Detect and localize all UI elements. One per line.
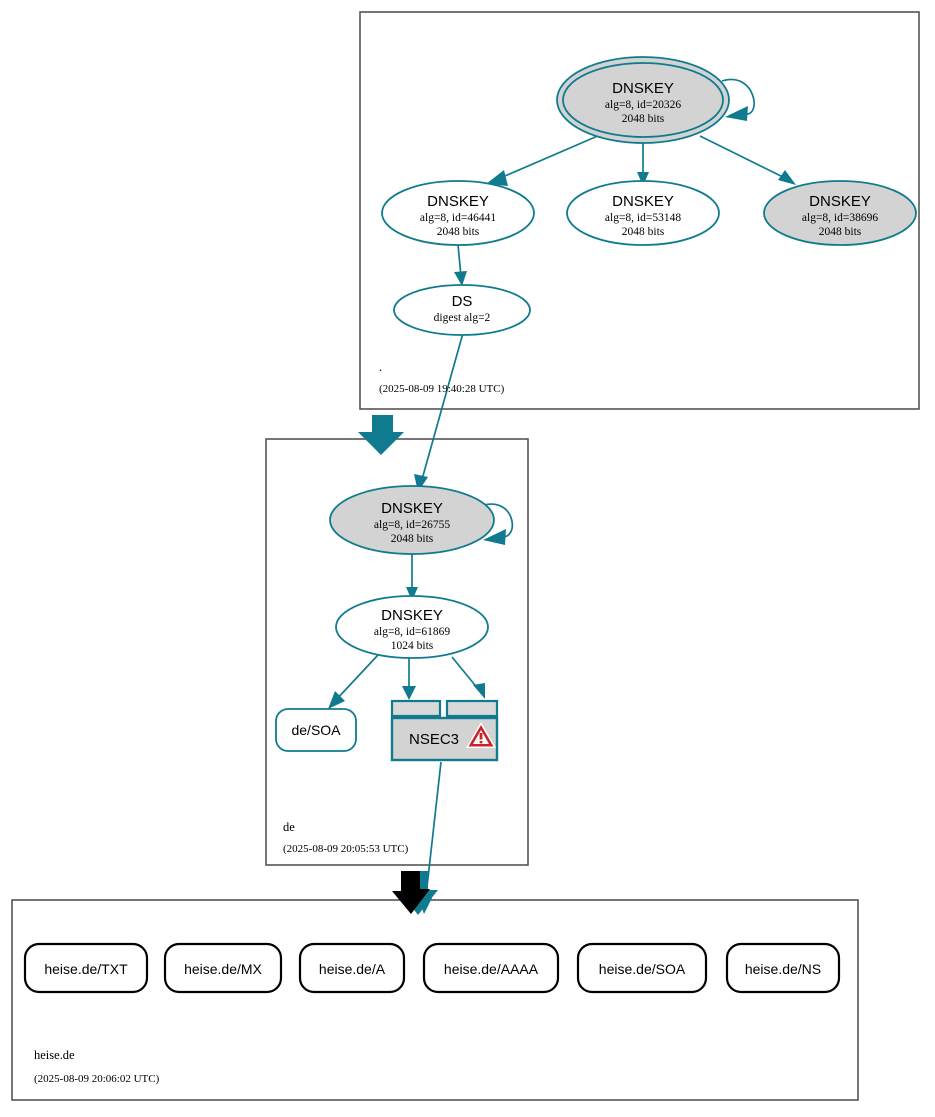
warning-triangle-icon <box>466 722 496 748</box>
zone-transition-arrow-de-to-heise <box>392 871 438 915</box>
node-detail-alg: alg=8, id=53148 <box>605 212 681 224</box>
zone-box-heise <box>11 899 859 1101</box>
edge-ksk20326-to-zsk46441 <box>486 134 601 186</box>
edge-ksk20326-to-zsk38696 <box>699 135 796 185</box>
node-rrset-heise-a[interactable]: heise.de/A <box>298 942 406 994</box>
edge-zsk61869-to-nsec3-left <box>402 657 416 700</box>
node-nsec3[interactable]: NSEC3 <box>390 699 499 762</box>
node-title: heise.de/SOA <box>599 961 686 977</box>
node-rrset-de-soa[interactable]: de/SOA <box>275 708 357 752</box>
node-title: DNSKEY <box>427 193 489 210</box>
zone-timestamp-root: (2025-08-09 19:40:28 UTC) <box>379 383 505 395</box>
node-dnskey-46441[interactable]: DNSKEY alg=8, id=46441 2048 bits <box>381 180 535 246</box>
node-detail-size: 2048 bits <box>437 226 480 238</box>
node-dnskey-38696[interactable]: DNSKEY alg=8, id=38696 2048 bits <box>763 180 917 246</box>
node-rrset-heise-ns[interactable]: heise.de/NS <box>725 942 841 994</box>
node-title: heise.de/AAAA <box>444 961 539 977</box>
node-rrset-heise-mx[interactable]: heise.de/MX <box>163 942 283 994</box>
node-ds-digest-alg-2[interactable]: DS digest alg=2 <box>393 284 531 336</box>
zone-timestamp-heise: (2025-08-09 20:06:02 UTC) <box>34 1073 160 1085</box>
node-detail-size: 2048 bits <box>622 226 665 238</box>
node-title: DNSKEY <box>381 500 443 517</box>
node-dnskey-26755[interactable]: DNSKEY alg=8, id=26755 2048 bits <box>329 485 495 555</box>
node-detail-alg: alg=8, id=61869 <box>374 626 450 638</box>
edge-zsk61869-to-nsec3-right <box>451 656 485 699</box>
edge-ksk26755-to-zsk61869 <box>406 554 418 601</box>
node-detail-alg: alg=8, id=46441 <box>420 212 496 224</box>
zone-box-root <box>359 11 920 410</box>
node-title: de/SOA <box>291 722 341 738</box>
nsec3-header-cell-left <box>390 699 442 718</box>
node-dnskey-53148[interactable]: DNSKEY alg=8, id=53148 2048 bits <box>566 180 720 246</box>
zone-label-root: . <box>379 360 382 374</box>
node-title: DNSKEY <box>612 193 674 210</box>
node-title: NSEC3 <box>409 731 459 748</box>
node-detail-alg: alg=8, id=20326 <box>605 99 681 111</box>
edge-zsk46441-to-ds <box>454 243 467 286</box>
zone-timestamp-de: (2025-08-09 20:05:53 UTC) <box>283 843 409 855</box>
edge-ksk20326-to-zsk53148 <box>637 139 649 186</box>
node-detail-alg: alg=8, id=26755 <box>374 519 450 531</box>
node-title: DS <box>452 293 473 310</box>
node-detail-size: 1024 bits <box>391 640 434 652</box>
edge-ksk20326-self <box>721 78 755 121</box>
node-detail-size: 2048 bits <box>622 113 665 125</box>
node-rrset-heise-aaaa[interactable]: heise.de/AAAA <box>422 942 560 994</box>
node-dnskey-61869[interactable]: DNSKEY alg=8, id=61869 1024 bits <box>335 595 489 659</box>
edge-ds-to-ksk26755 <box>414 332 464 492</box>
node-rrset-heise-txt[interactable]: heise.de/TXT <box>23 942 149 994</box>
edge-ksk26755-self <box>483 503 514 545</box>
node-rrset-heise-soa[interactable]: heise.de/SOA <box>576 942 708 994</box>
edge-zsk61869-to-desoa <box>328 654 379 709</box>
zone-label-heise: heise.de <box>34 1048 75 1062</box>
nsec3-header-cell-right <box>445 699 499 718</box>
node-detail-size: 2048 bits <box>819 226 862 238</box>
node-title: heise.de/A <box>319 961 386 977</box>
node-title: DNSKEY <box>612 80 674 97</box>
node-detail-alg: alg=8, id=38696 <box>802 212 878 224</box>
node-title: heise.de/TXT <box>44 961 128 977</box>
node-dnskey-20326[interactable]: DNSKEY alg=8, id=20326 2048 bits <box>556 56 730 144</box>
node-title: heise.de/MX <box>184 961 262 977</box>
zone-transition-arrow-root-to-de <box>358 415 404 455</box>
node-title: DNSKEY <box>381 607 443 624</box>
node-title: DNSKEY <box>809 193 871 210</box>
zone-label-de: de <box>283 820 295 834</box>
node-title: heise.de/NS <box>745 961 821 977</box>
node-detail-digest: digest alg=2 <box>434 312 491 324</box>
node-detail-size: 2048 bits <box>391 533 434 545</box>
